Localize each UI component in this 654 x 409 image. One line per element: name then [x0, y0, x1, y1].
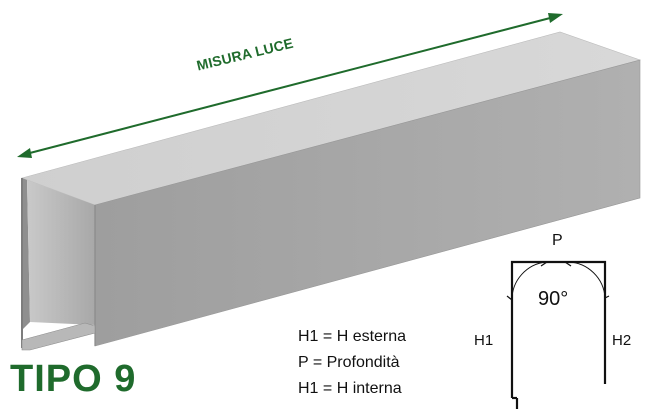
profile-flange	[21, 322, 96, 351]
profile-inner-face	[27, 180, 95, 325]
type-title: TIPO 9	[10, 358, 137, 400]
profile-inner-wall	[22, 178, 30, 330]
right-height-label: H2	[612, 332, 632, 349]
legend-line-h1-external: H1 = H esterna	[298, 328, 407, 345]
legend-line-h1-internal: H1 = H interna	[298, 380, 402, 397]
length-dimension-arrow	[17, 13, 563, 158]
legend-line-depth: P = Profondità	[298, 354, 400, 371]
depth-label: P	[552, 232, 563, 249]
cross-section-diagram	[506, 260, 610, 409]
left-height-label: H1	[474, 332, 494, 349]
angle-label: 90°	[538, 288, 569, 310]
